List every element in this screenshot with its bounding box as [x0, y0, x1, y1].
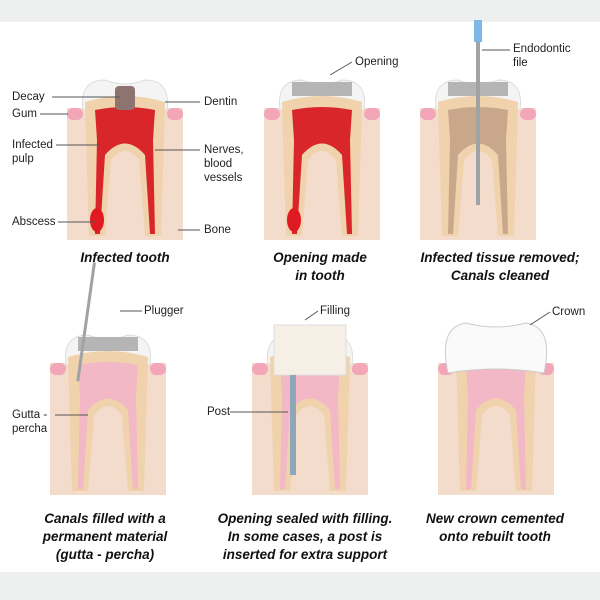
caption-tissue-removed: Infected tissue removed;Canals cleaned — [420, 250, 580, 283]
label-decay: Decay — [12, 91, 45, 103]
pulp — [466, 362, 526, 489]
gum — [364, 108, 380, 120]
gum — [252, 363, 268, 375]
label-gum: Gum — [12, 108, 37, 120]
abscess — [287, 208, 301, 232]
label-crown: Crown — [552, 306, 586, 318]
label-abscess: Abscess — [12, 216, 56, 228]
label-plugger: Plugger — [144, 305, 184, 317]
bottom-band — [0, 572, 600, 600]
leader-line — [304, 310, 319, 321]
gum — [167, 108, 183, 120]
caption-opening-sealed: Opening sealed with filling.In some case… — [217, 511, 393, 562]
gum — [67, 108, 83, 120]
plugger — [76, 262, 96, 382]
gum — [420, 108, 436, 120]
label-opening: Opening — [355, 56, 399, 68]
opening — [292, 82, 352, 96]
top-band — [0, 0, 600, 22]
post — [290, 375, 296, 475]
gum — [352, 363, 368, 375]
decay — [115, 86, 135, 110]
label-gutta-percha: Gutta -percha — [12, 409, 48, 435]
gum — [520, 108, 536, 120]
filling — [273, 324, 347, 376]
gum — [264, 108, 280, 120]
pulp — [448, 107, 508, 234]
gum — [50, 363, 66, 375]
file-handle — [474, 20, 482, 42]
endodontic-file — [476, 35, 480, 205]
crown — [444, 322, 548, 374]
label-dentin: Dentin — [204, 96, 238, 108]
pulp — [95, 107, 155, 234]
label-post: Post — [207, 406, 231, 418]
leader-line — [529, 311, 551, 326]
pulp — [78, 362, 138, 489]
leader-line — [329, 61, 353, 76]
abscess — [90, 208, 104, 232]
label-bone: Bone — [204, 224, 231, 236]
gum — [150, 363, 166, 375]
pulp — [292, 107, 352, 234]
label-filling: Filling — [320, 305, 351, 317]
opening — [78, 337, 138, 351]
caption-infected-tooth: Infected tooth — [80, 250, 170, 265]
